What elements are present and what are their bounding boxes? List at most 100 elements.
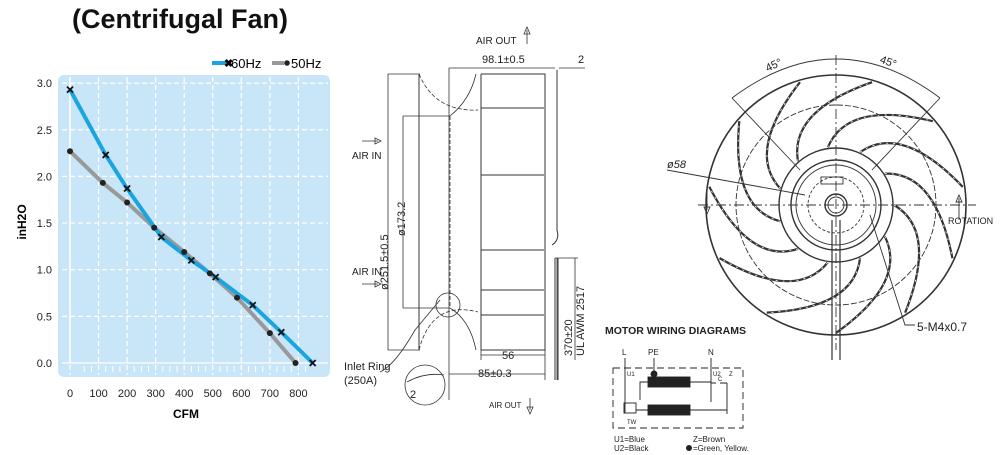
point-60Hz <box>309 359 317 367</box>
x-tick-label: 400 <box>175 388 193 400</box>
x-tick-label: 500 <box>204 388 222 400</box>
page-title: (Centrifugal Fan) <box>72 4 288 34</box>
dim-cable-length: 370±20 <box>563 319 575 356</box>
cable-spec: UL AWM 2517 <box>575 286 587 356</box>
fan-blade <box>765 81 801 190</box>
point-60Hz <box>187 256 195 265</box>
point-50Hz <box>206 270 213 277</box>
dim-56: 56 <box>502 350 514 362</box>
inlet-ring-marker <box>435 292 461 318</box>
cable <box>831 220 841 360</box>
side-view-drawing: AIR OUT AIR OUT AIR IN AIR IN 98.1±0.5 2… <box>344 25 587 416</box>
fan-blade <box>893 204 921 314</box>
legend-60hz: 60Hz <box>231 56 261 71</box>
legend: ✖ 60Hz 50Hz <box>212 56 321 71</box>
terminal-l: L <box>622 348 627 357</box>
point-60Hz <box>66 85 74 94</box>
y-tick-label: 1.0 <box>37 265 52 277</box>
fan-blade <box>835 235 892 334</box>
y-axis-label: inH2O <box>15 204 29 239</box>
fan-blade <box>826 113 934 149</box>
point-50Hz <box>99 179 106 186</box>
point-50Hz <box>292 360 299 366</box>
point-50Hz <box>266 330 273 337</box>
legend-u2: U2=Black <box>614 444 649 453</box>
point-60Hz <box>157 233 165 241</box>
angle-arc <box>731 58 941 99</box>
y-tick-label: 0.0 <box>37 358 52 370</box>
inlet-ring-size: (250A) <box>344 375 377 387</box>
dia-58-label: ø58 <box>667 159 687 171</box>
x-tick-label: 800 <box>289 388 307 400</box>
point-50Hz <box>124 199 131 206</box>
ground-legend-icon <box>686 445 692 451</box>
legend-pe: =Green, Yellow. <box>693 444 749 453</box>
angle-left-label: 45° <box>764 57 784 75</box>
motor-box <box>612 367 744 429</box>
fan-blade <box>708 186 799 253</box>
fan-blade <box>796 81 873 162</box>
ground-icon <box>650 370 658 378</box>
air-in-label-1: AIR IN <box>352 151 381 162</box>
air-out-arrow-down-icon <box>526 398 534 416</box>
fan-blade <box>718 257 829 283</box>
detail-dim: 2 <box>410 389 416 401</box>
x-tick-label: 200 <box>118 388 136 400</box>
terminal-u1: U1 <box>627 372 635 378</box>
screws-label: 5-M4x0.7 <box>917 320 967 334</box>
x-axis-label: CFM <box>173 407 199 421</box>
y-tick-label: 0.5 <box>37 311 52 323</box>
dim-width: 98.1±0.5 <box>482 54 525 66</box>
air-out-top-label: AIR OUT <box>476 36 517 47</box>
point-60Hz <box>123 184 131 193</box>
y-tick-label: 2.5 <box>37 125 52 137</box>
legend-50hz: 50Hz <box>291 56 321 71</box>
wiring-title: MOTOR WIRING DIAGRAMS <box>605 325 746 337</box>
x-tick-label: 0 <box>67 388 73 400</box>
inlet-ring-label: Inlet Ring <box>344 361 390 373</box>
fan-blade <box>766 257 862 314</box>
capacitor-label: C <box>718 377 723 383</box>
point-50Hz <box>234 294 241 301</box>
legend-50hz-marker-icon <box>284 60 290 66</box>
y-tick-label: 1.5 <box>37 218 52 230</box>
wiring-diagram: L PE N C U1 U2 Z TW U1=Blue U2=Black Z=B… <box>612 348 749 453</box>
air-in-arrow-icon-2 <box>362 280 382 288</box>
plot-area <box>58 75 330 377</box>
point-60Hz <box>277 328 285 336</box>
air-out-bottom-label: AIR OUT <box>489 401 522 410</box>
thermal-label: TW <box>627 420 637 426</box>
fan-blade <box>859 142 964 188</box>
rotation-arrow-icon <box>703 190 963 220</box>
point-50Hz <box>67 148 73 155</box>
front-view-drawing: 45° 45° ø58 ROTATION 5-M4x0.7 <box>666 54 993 360</box>
fan-blade <box>737 121 781 223</box>
terminal-n: N <box>708 348 714 357</box>
inlet-ring-detail <box>404 364 446 406</box>
dim-2-top: 2 <box>578 54 584 66</box>
air-in-arrow-icon <box>362 137 382 145</box>
winding-2 <box>647 404 691 416</box>
thermal-switch <box>623 402 637 414</box>
point-50Hz <box>151 224 158 231</box>
air-in-label-2: AIR IN <box>352 267 381 278</box>
point-50Hz <box>181 248 188 255</box>
x-tick-label: 700 <box>261 388 279 400</box>
x-tick-label: 300 <box>146 388 164 400</box>
point-60Hz <box>211 273 220 281</box>
point-60Hz <box>102 151 110 159</box>
point-60Hz <box>249 301 257 309</box>
terminal-z: Z <box>729 372 733 378</box>
legend-60hz-marker-icon: ✖ <box>224 58 233 70</box>
terminal-u2: U2 <box>713 372 721 378</box>
dim-outer-diameter: ø251.5±0.5 <box>379 234 391 290</box>
terminal-pe: PE <box>648 348 659 357</box>
winding-1 <box>647 376 691 388</box>
dim-inner-diameter: ø173.2 <box>396 202 408 236</box>
air-out-arrow-icon <box>523 25 531 44</box>
rotation-label: ROTATION <box>948 216 993 226</box>
legend-u1: U1=Blue <box>614 435 645 444</box>
legend-z: Z=Brown <box>693 435 725 444</box>
x-tick-label: 600 <box>232 388 250 400</box>
